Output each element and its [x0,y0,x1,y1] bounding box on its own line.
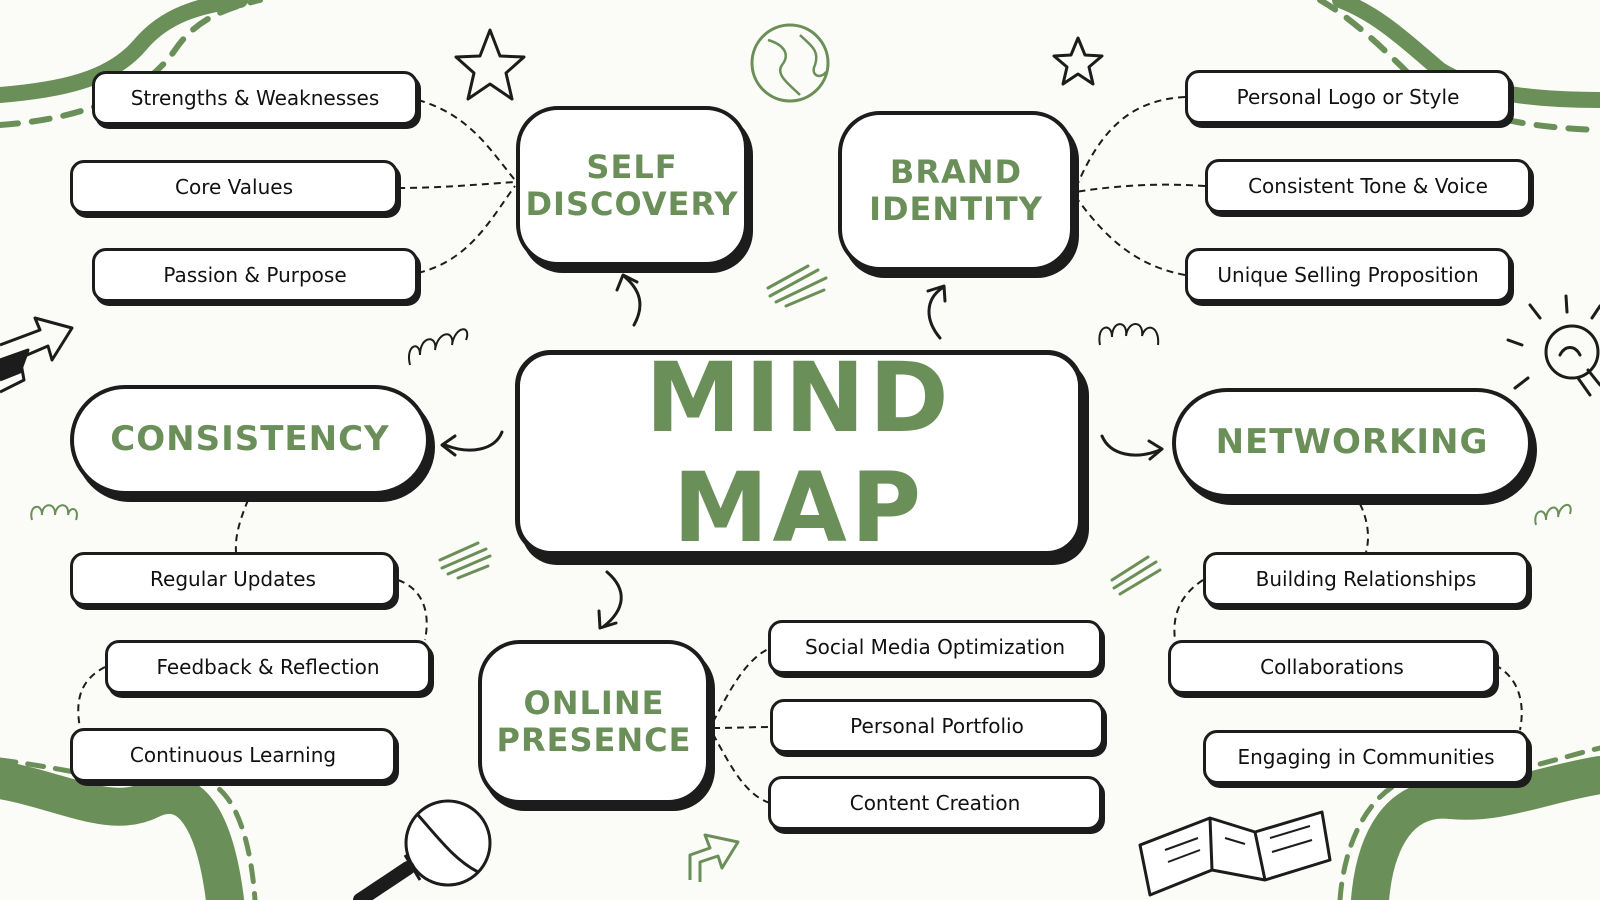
topic-brand-identity[interactable]: BRAND IDENTITY [838,111,1074,271]
arrows [440,273,1164,630]
item-core-values[interactable]: Core Values [70,160,398,214]
item-engaging-in-communities[interactable]: Engaging in Communities [1203,730,1529,784]
topic-online-presence-line2: PRESENCE [496,721,692,759]
topic-networking-label: NETWORKING [1215,422,1489,463]
item-feedback-reflection[interactable]: Feedback & Reflection [105,640,431,694]
item-continuous-learning[interactable]: Continuous Learning [70,728,396,782]
top-left-swoosh [0,0,263,128]
scribble-icon [438,264,1162,596]
loop-scribble [30,504,1572,526]
book-icon [1138,810,1332,897]
globe-icon [750,23,830,103]
item-content-creation[interactable]: Content Creation [768,776,1102,830]
topic-online-presence[interactable]: ONLINE PRESENCE [478,640,710,804]
arrow-icon [688,833,740,882]
topic-self-discovery-line1: SELF [586,148,678,187]
item-strengths-weaknesses[interactable]: Strengths & Weaknesses [92,71,418,125]
item-building-relationships[interactable]: Building Relationships [1203,552,1529,606]
topic-online-presence-line1: ONLINE [523,684,665,723]
central-title: MIND MAP [645,341,953,564]
item-unique-selling-proposition[interactable]: Unique Selling Proposition [1185,248,1511,302]
lightbulb-icon [1506,294,1600,397]
star-icon [1052,36,1104,86]
item-personal-portfolio[interactable]: Personal Portfolio [770,699,1104,753]
topic-self-discovery[interactable]: SELF DISCOVERY [516,106,748,266]
item-social-media-optimization[interactable]: Social Media Optimization [768,620,1102,674]
loop-scribble [407,323,1160,366]
item-regular-updates[interactable]: Regular Updates [70,552,396,606]
topic-networking[interactable]: NETWORKING [1172,388,1532,498]
item-passion-purpose[interactable]: Passion & Purpose [92,248,418,302]
item-consistent-tone-voice[interactable]: Consistent Tone & Voice [1205,159,1531,213]
bottom-left-swoosh [0,757,258,900]
topic-brand-identity-line2: IDENTITY [869,190,1043,228]
arrow-icon [0,316,74,394]
central-topic-mind-map[interactable]: MIND MAP [515,342,1083,563]
topic-consistency-label: CONSISTENCY [110,419,390,460]
item-personal-logo-style[interactable]: Personal Logo or Style [1185,70,1511,124]
star-icon [454,28,526,101]
connector-lines [77,96,1523,804]
topic-consistency[interactable]: CONSISTENCY [70,385,430,495]
topic-self-discovery-line2: DISCOVERY [525,185,739,223]
topic-brand-identity-line1: BRAND [889,153,1023,192]
magnifier-icon [353,799,492,900]
item-collaborations[interactable]: Collaborations [1168,640,1496,694]
